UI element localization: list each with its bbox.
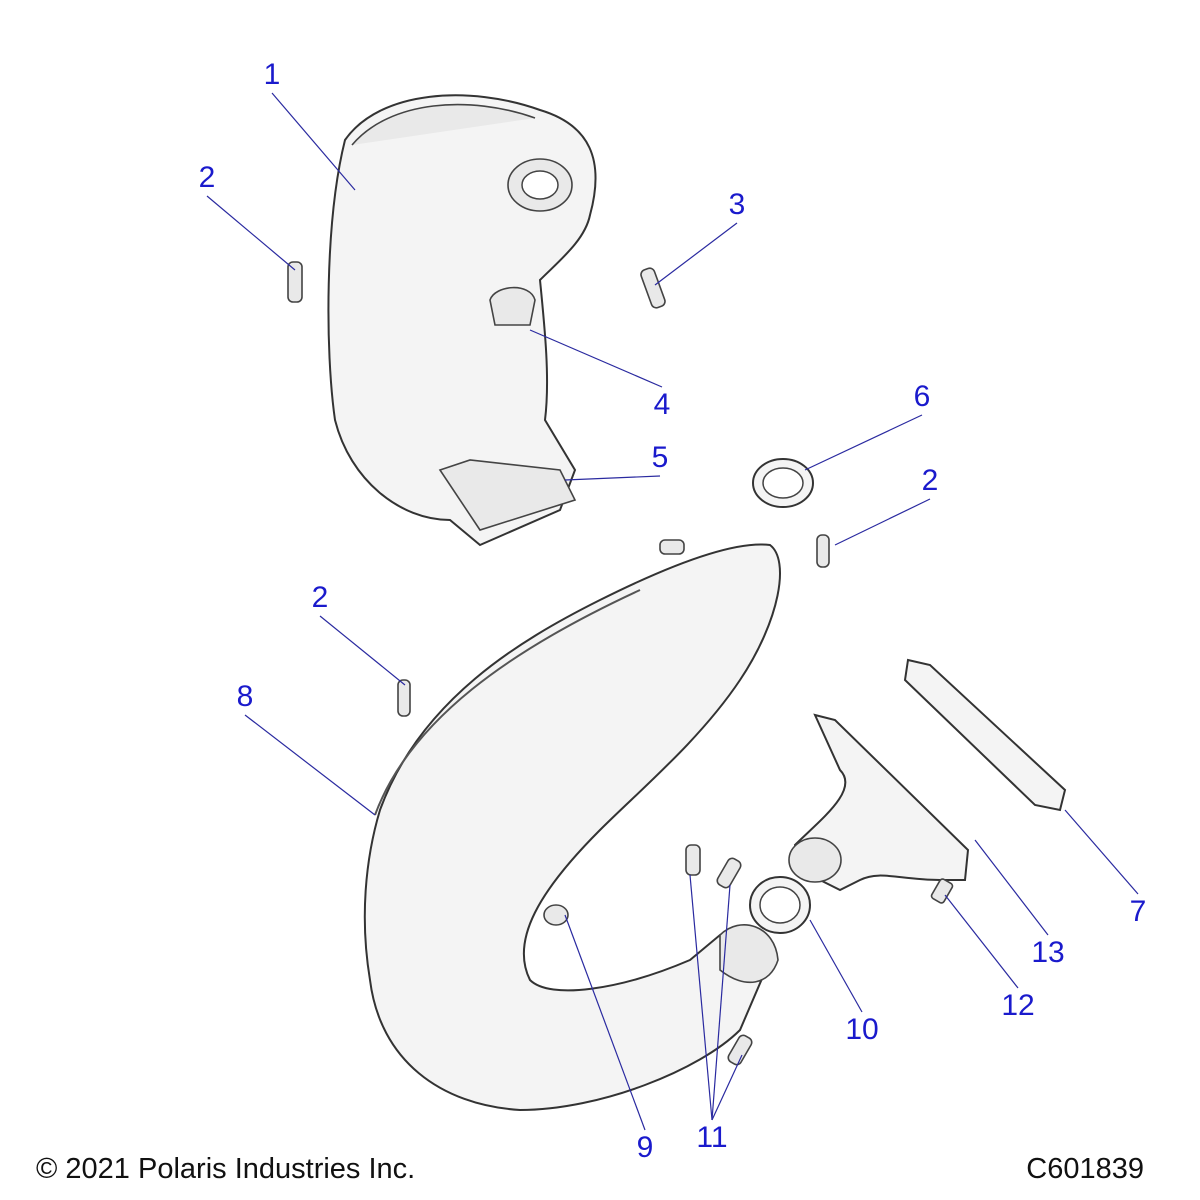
leader-line (944, 894, 1019, 989)
leader-line (529, 329, 663, 388)
bolt (930, 878, 954, 904)
callout-exhaust-pipe: 8 (236, 680, 254, 713)
callout-exhaust-manifold: 13 (1031, 936, 1065, 969)
callout-seal-ring: 6 (913, 380, 931, 413)
callout-seal-ring: 10 (845, 1013, 879, 1046)
springs (287, 261, 830, 1066)
callout-springs: 11 (696, 1121, 728, 1154)
callout-bolt: 12 (1001, 989, 1035, 1022)
leader-line (654, 222, 738, 286)
callout-gasket: 7 (1129, 895, 1147, 928)
copyright-notice: © 2021 Polaris Industries Inc. (36, 1153, 416, 1185)
leader-line (804, 414, 923, 471)
leader-line (711, 884, 731, 1121)
callout-clip: 4 (653, 388, 671, 421)
callout-muffler-shield: 1 (263, 58, 281, 91)
leader-lines (206, 92, 1139, 1131)
leader-line (564, 475, 661, 481)
callout-spring-hook: 3 (728, 188, 746, 221)
leader-line (244, 714, 376, 816)
leader-line (834, 498, 931, 546)
leader-line (1064, 809, 1139, 895)
callout-heat-shield: 5 (651, 441, 669, 474)
drawing-id: C601839 (1026, 1153, 1144, 1185)
gasket (903, 658, 1067, 812)
leader-line (689, 874, 713, 1121)
callout-spring: 2 (198, 161, 216, 194)
leader-line (319, 615, 406, 686)
leader-line (974, 839, 1049, 936)
leader-line (711, 1054, 743, 1121)
callout-grommet: 9 (636, 1131, 654, 1164)
leader-line (206, 195, 296, 271)
grommet (543, 904, 569, 926)
leader-line (809, 919, 863, 1013)
exhaust-manifold (788, 713, 970, 892)
callout-spring: 2 (311, 581, 329, 614)
exhaust-pipe (363, 543, 781, 1112)
callout-spring: 2 (921, 464, 939, 497)
leader-line (564, 914, 646, 1131)
muffler-shield (327, 94, 597, 547)
leader-line (271, 92, 356, 191)
